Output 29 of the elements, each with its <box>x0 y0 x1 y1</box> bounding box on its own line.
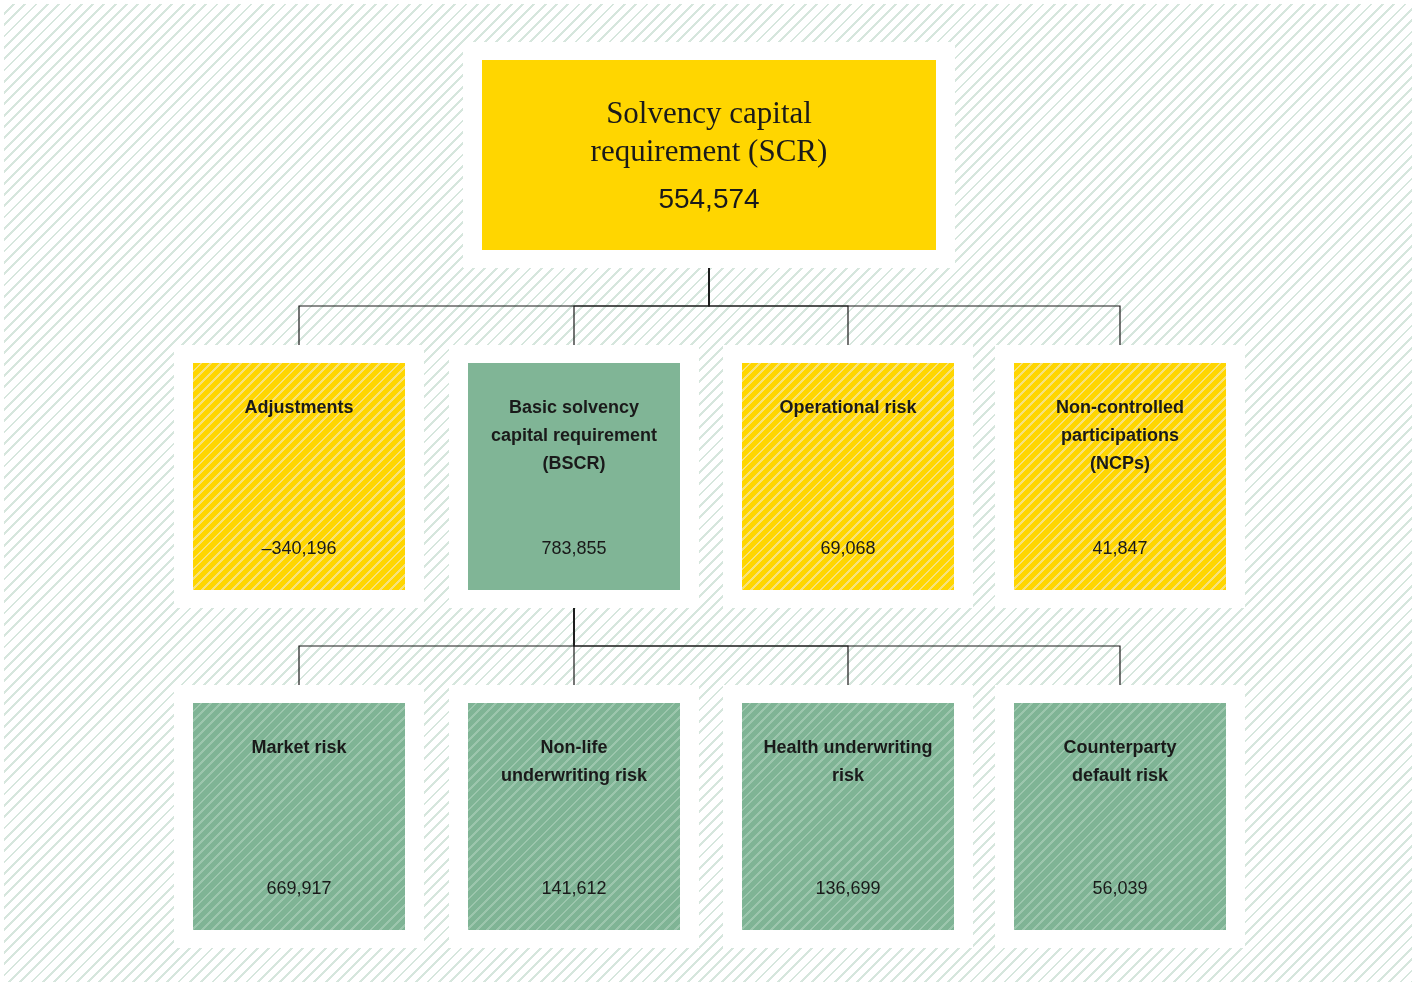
total-box <box>463 42 955 268</box>
box-heading: Non-controlled participations (NCPs) <box>1055 396 1185 475</box>
risk-box <box>995 685 1245 948</box>
box-value: 669,917 <box>266 877 332 900</box>
box-value: 56,039 <box>1092 877 1148 900</box>
box-value: 41,847 <box>1092 537 1148 560</box>
box-heading: Market risk <box>251 736 347 759</box>
connector-line <box>708 267 1121 346</box>
risk-box <box>174 685 424 948</box>
box-heading: Operational risk <box>779 396 917 419</box>
risk-box <box>174 345 424 608</box>
risk-box <box>449 685 699 948</box>
box-value: 136,699 <box>815 877 881 900</box>
box-value: 69,068 <box>820 537 876 560</box>
box-heading: Health underwriting risk <box>762 736 934 787</box>
box-value: 783,855 <box>541 537 607 560</box>
box-heading: Counterparty default risk <box>1062 736 1178 787</box>
box-value: 141,612 <box>541 877 607 900</box>
risk-box <box>995 345 1245 608</box>
box-value: –340,196 <box>261 537 337 560</box>
risk-box <box>449 345 699 608</box>
box-heading: Adjustments <box>244 396 354 419</box>
box-heading: Non-life underwriting risk <box>500 736 648 787</box>
connector-line <box>573 607 1121 686</box>
risk-box <box>723 685 973 948</box>
risk-box <box>723 345 973 608</box>
box-heading: Basic solvency capital requirement (BSCR) <box>489 396 659 475</box>
box-heading: Solvency capital requirement (SCR) <box>589 94 829 170</box>
box-value: 554,574 <box>658 182 760 216</box>
